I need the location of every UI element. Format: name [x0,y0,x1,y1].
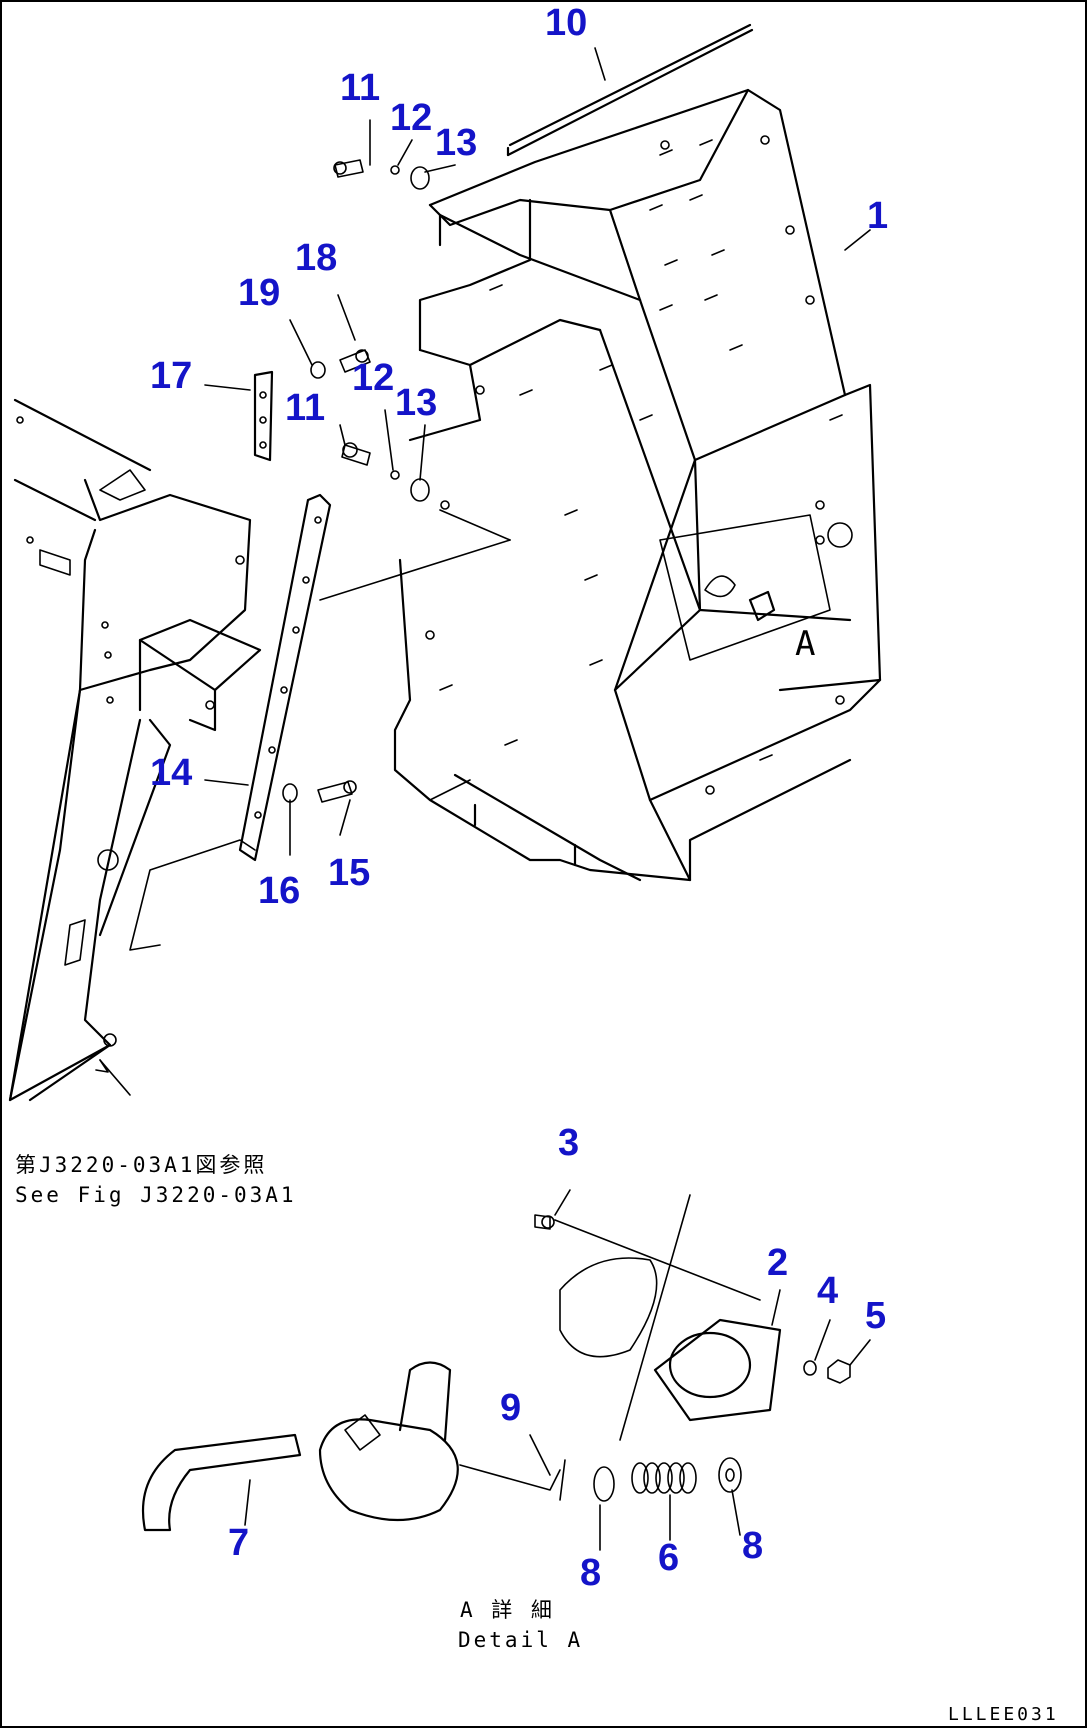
left-frame-assembly [8,398,262,1102]
callout-1: 1 [867,195,888,237]
drawing-code: LLLEE031 [948,1704,1059,1725]
callout-9: 9 [500,1387,521,1429]
reference-note-japanese: 第J3220-03A1図参照 [15,1153,267,1177]
callout-7: 7 [228,1522,249,1564]
callout-15: 15 [328,852,370,894]
bolt-washer-set-18-19 [310,349,371,379]
callout-5: 5 [865,1295,886,1337]
callout-10: 10 [545,2,587,44]
callout-19: 19 [238,272,280,314]
callout-6: 6 [658,1537,679,1579]
strap-part-17 [253,370,274,462]
reference-note-english: See Fig J3220-03A1 [15,1183,297,1207]
callout-12-middle: 12 [352,357,394,399]
callout-16: 16 [258,870,300,912]
bolt-washer-set-middle [341,442,430,502]
callout-17: 17 [150,355,192,397]
duct-cover-part-1 [393,23,882,882]
view-a-marker: A [795,624,818,664]
strap-part-14 [238,493,511,862]
callout-11-middle: 11 [285,387,325,429]
bolt-washer-set-15-16 [282,780,357,803]
callout-18: 18 [295,237,337,279]
callout-4: 4 [817,1270,838,1312]
detail-a-title-japanese: A 詳 細 [460,1598,555,1622]
callout-11-upper: 11 [340,67,380,109]
callout-14: 14 [150,752,192,794]
detail-a-title-english: Detail A [458,1628,583,1652]
callout-8-right: 8 [742,1525,763,1567]
callout-8-left: 8 [580,1552,601,1594]
callout-3: 3 [558,1122,579,1164]
callout-2: 2 [767,1242,788,1284]
detail-a-assembly [141,1194,851,1532]
leader-lines [204,47,871,1551]
callout-13-middle: 13 [395,382,437,424]
callout-13-upper: 13 [435,122,477,164]
callout-12-upper: 12 [390,97,432,139]
bolt-washer-set-upper [333,159,430,190]
